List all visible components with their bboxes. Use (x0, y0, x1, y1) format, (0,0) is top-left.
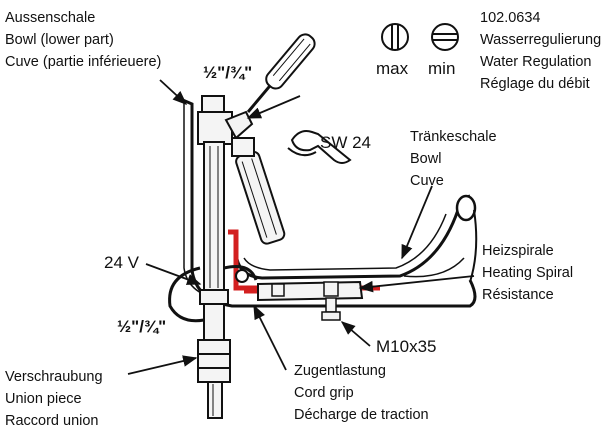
cord-grip-label: Zugentlastung Cord grip Décharge de trac… (294, 360, 429, 426)
union-piece-de: Verschraubung (5, 369, 103, 385)
cord-grip-fr: Décharge de traction (294, 407, 429, 423)
water-regulation-fr: Réglage du débit (480, 76, 590, 92)
union-piece-fr: Raccord union (5, 413, 99, 429)
bowl-label: Tränkeschale Bowl Cuve (410, 126, 497, 192)
bowl-label-en: Bowl (410, 151, 442, 167)
cord-grip-en: Cord grip (294, 385, 354, 401)
thread-size-bottom: ½"/¾" (117, 317, 167, 336)
water-regulation-en: Water Regulation (480, 54, 592, 70)
water-regulation-de: Wasserregulierung (480, 32, 602, 48)
part-number: 102.0634 (480, 10, 541, 26)
bowl-label-de: Tränkeschale (410, 129, 497, 145)
voltage-label: 24 V (104, 253, 139, 272)
outer-shell-label: Aussenschale Bowl (lower part) Cuve (par… (5, 7, 161, 73)
union-piece-en: Union piece (5, 391, 82, 407)
max-flow-icon (381, 23, 409, 51)
water-regulation-label: 102.0634 Wasserregulierung Water Regulat… (480, 7, 601, 95)
heating-cable (168, 265, 258, 323)
min-label: min (428, 59, 456, 78)
max-label: max (376, 59, 409, 78)
bowl-label-fr: Cuve (410, 173, 444, 189)
heating-spiral-fr: Résistance (482, 287, 554, 303)
heating-spiral-en: Heating Spiral (482, 265, 574, 281)
cord-grip-de: Zugentlastung (294, 363, 386, 379)
regulation-handle (224, 110, 286, 245)
bolt-size-label: M10x35 (376, 337, 437, 356)
leader-lines (127, 79, 475, 375)
outer-shell-label-fr: Cuve (partie inférieuere) (5, 54, 162, 70)
outer-shell-label-en: Bowl (lower part) (5, 32, 114, 48)
wrench-size-label: SW 24 (320, 133, 372, 152)
union-piece-label: Verschraubung Union piece Raccord union (5, 366, 103, 432)
heating-spiral-label: Heizspirale Heating Spiral Résistance (482, 240, 573, 306)
mounting-bracket (257, 280, 364, 321)
screwdriver-icon (246, 33, 316, 113)
heating-spiral-de: Heizspirale (482, 243, 554, 259)
outer-shell-label-de: Aussenschale (5, 10, 96, 26)
wrench-icon (287, 130, 352, 164)
valve-body (197, 95, 233, 419)
min-flow-icon (431, 23, 459, 51)
thread-size-top: ½"/¾" (203, 63, 253, 82)
